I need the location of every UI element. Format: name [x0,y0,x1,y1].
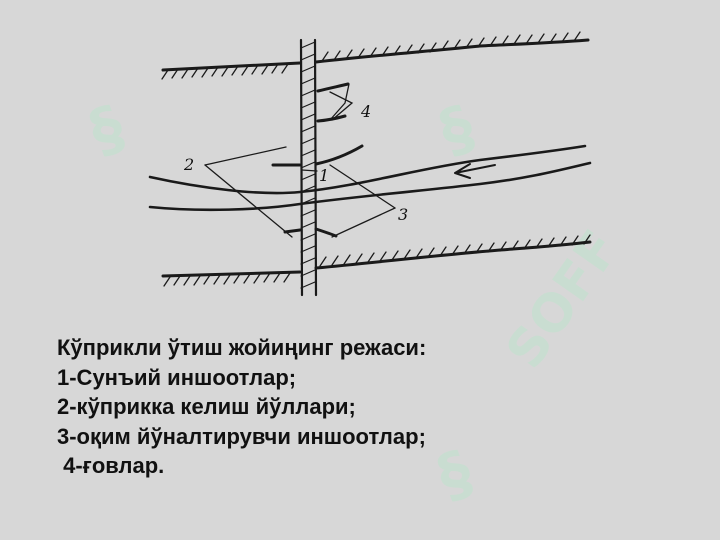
label-1: 1 [319,166,329,185]
caption-item: 1-Сунъий иншоотлар; [57,364,297,390]
guide-structure-top [271,144,364,167]
caption-item: 4-ғовлар. [57,453,165,478]
label-2: 2 [183,155,194,174]
label-4: 4 [360,102,371,121]
dike-upper [316,82,350,93]
leader-lines [204,83,396,238]
label-3: 3 [398,205,408,224]
bridge-structure [299,38,318,297]
flow-arrow-icon [454,163,496,179]
top-bank-line [161,38,590,72]
guide-structure-bottom [283,227,338,238]
caption: Кўприкли ўтиш жойиңинг режаси: 1-Сунъий … [57,333,657,481]
river-line-upper [148,144,587,195]
caption-item: 3-оқим йўналтирувчи иншоотлар; [57,423,426,449]
top-bank-hatching [161,31,581,80]
caption-item: 2-кўприкка келиш йўллари; [57,394,356,419]
caption-title: Кўприкли ўтиш жойиңинг режаси: [57,335,427,360]
bridge-crossing-plan: 4 2 1 3 [148,31,592,297]
river-line-lower [148,161,592,212]
bottom-bank-line [161,240,592,278]
bottom-bank-hatching [163,234,591,287]
